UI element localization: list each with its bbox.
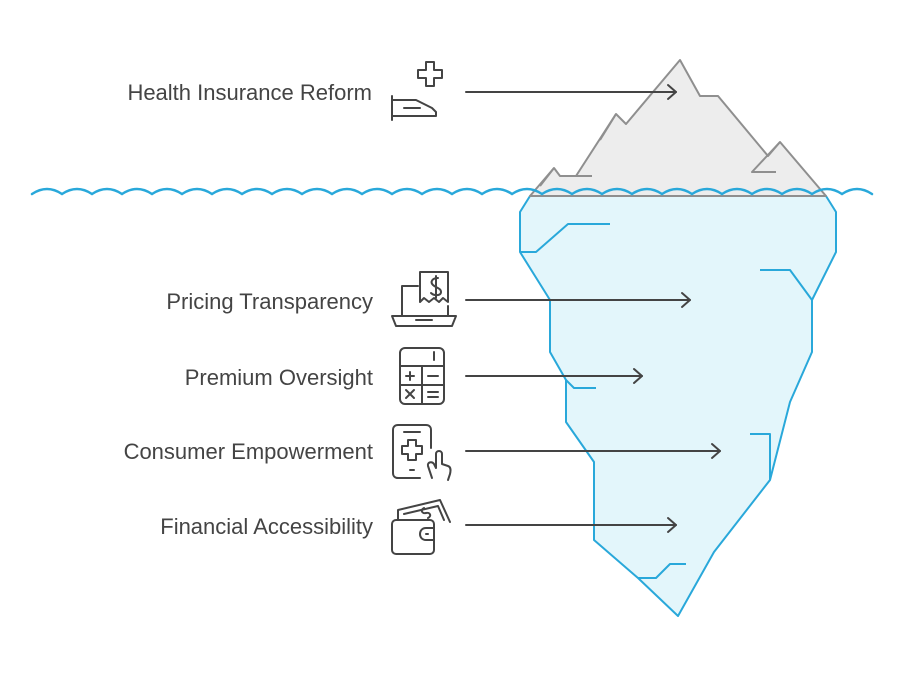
arrow-consumer-empowerment [465, 443, 721, 459]
label-premium-oversight: Premium Oversight [185, 365, 373, 390]
iceberg-tip-body [529, 59, 827, 197]
label-health-insurance-reform: Health Insurance Reform [127, 80, 372, 105]
label-pricing-transparency: Pricing Transparency [166, 289, 373, 314]
laptop-receipt-icon [391, 271, 457, 327]
calculator-icon [399, 347, 445, 405]
label-financial-accessibility: Financial Accessibility [160, 514, 373, 539]
labels: Health Insurance Reform Pricing Transpar… [124, 80, 373, 539]
phone-medical-tap-icon [392, 424, 452, 481]
arrow-pricing-transparency [465, 292, 691, 308]
iceberg-tip [529, 59, 827, 197]
water-line [30, 187, 874, 196]
icons [391, 61, 457, 555]
label-consumer-empowerment: Consumer Empowerment [124, 439, 373, 464]
arrow-premium-oversight [465, 368, 643, 384]
arrow-financial-accessibility [465, 517, 677, 533]
arrow-health-insurance-reform [465, 84, 677, 100]
iceberg-crack-lines [520, 223, 813, 579]
iceberg-tip-ridges [539, 113, 781, 187]
arrows [465, 84, 721, 533]
wallet-money-icon [391, 499, 451, 555]
iceberg-underwater-body [519, 195, 837, 617]
iceberg-underwater [519, 195, 837, 617]
hand-holding-medical-icon [391, 61, 443, 121]
